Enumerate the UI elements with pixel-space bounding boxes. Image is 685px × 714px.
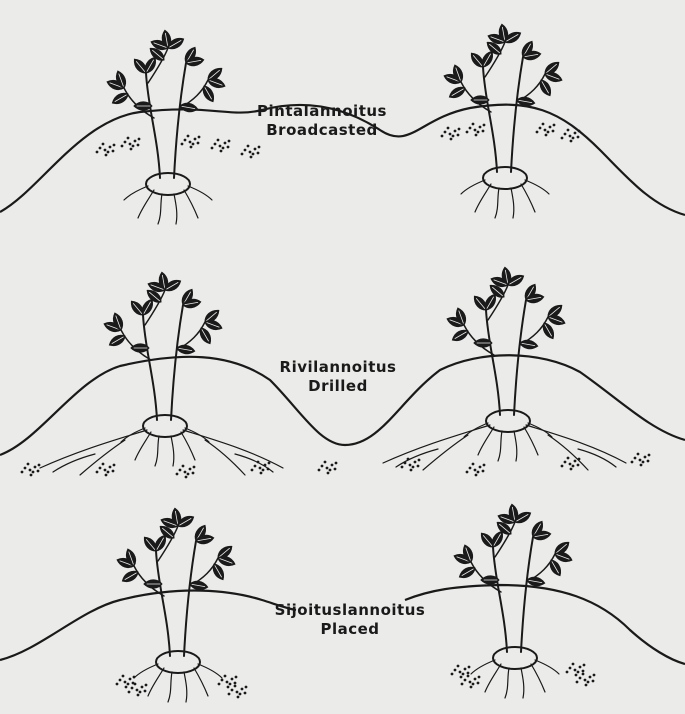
potato-plant: [116, 508, 237, 702]
label-english: Broadcasted: [232, 121, 412, 140]
label-finnish: Rivilannoitus: [248, 358, 428, 377]
potato-plant: [106, 30, 227, 224]
potato-plant: [453, 504, 574, 698]
label-english: Drilled: [248, 377, 428, 396]
fertilizer-granules-drilled: [21, 453, 651, 479]
label-finnish: Sijoituslannoitus: [255, 601, 445, 620]
label-drilled: Rivilannoitus Drilled: [248, 358, 428, 396]
label-finnish: Pintalannoitus: [232, 102, 412, 121]
label-broadcasted: Pintalannoitus Broadcasted: [232, 102, 412, 140]
potato-plant: [443, 24, 564, 218]
label-placed: Sijoituslannoitus Placed: [255, 601, 445, 639]
label-english: Placed: [255, 620, 445, 639]
